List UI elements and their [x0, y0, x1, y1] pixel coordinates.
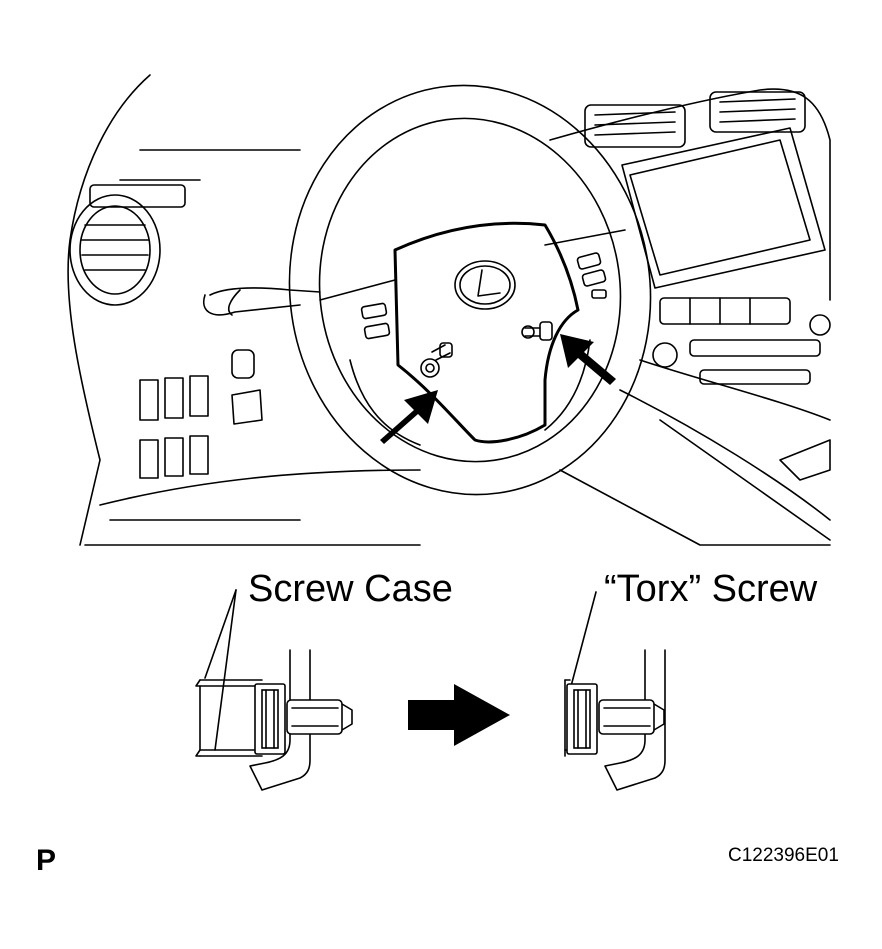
screw-case-section [195, 649, 353, 791]
transition-arrow [408, 684, 510, 746]
torx-screw-left [420, 342, 453, 378]
arrow-right [560, 334, 616, 385]
leader-lines [204, 589, 597, 751]
torx-screw-label: “Torx” Screw [604, 568, 818, 610]
left-switch-panel [139, 349, 263, 479]
dashboard [67, 74, 831, 546]
arrow-left [380, 390, 438, 444]
left-air-vent [69, 184, 186, 306]
center-console [584, 91, 831, 481]
torx-screw-right [521, 321, 553, 341]
torx-screw-section [564, 649, 666, 791]
airbag-pad [393, 221, 580, 444]
figure-code: C122396E01 [728, 845, 839, 866]
page-marker: P [36, 844, 57, 877]
steering-wheel [203, 84, 652, 496]
screw-case-label: Screw Case [248, 568, 453, 610]
